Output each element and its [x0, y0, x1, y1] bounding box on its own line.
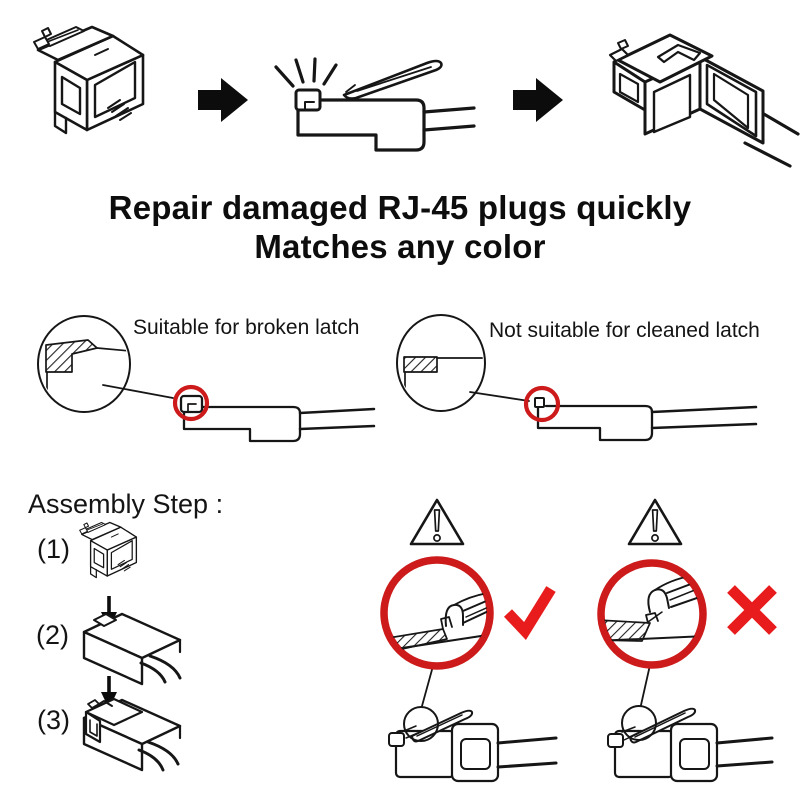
not-suitable-cleaned-latch-diagram — [396, 314, 758, 442]
assembly-step1-number: (1) — [37, 534, 70, 564]
incorrect-seating-diagram — [597, 498, 777, 783]
plug-broken-latch-blade-illustration — [274, 57, 476, 152]
magnifier-circle — [396, 314, 486, 412]
warning-triangle-icon — [627, 498, 683, 546]
crack-spark-lines — [274, 57, 338, 88]
cleaned-latch-remnant — [534, 397, 545, 408]
assembly-step1-clip — [79, 521, 138, 579]
leader-line — [469, 391, 530, 402]
cable-lines — [650, 405, 758, 430]
leader-line — [102, 384, 174, 399]
cable-lines — [496, 736, 558, 769]
plug-boot — [450, 722, 500, 783]
not-suitable-label: Not suitable for cleaned latch — [489, 319, 760, 342]
suitable-label: Suitable for broken latch — [133, 316, 360, 339]
warning-triangle-icon — [409, 498, 465, 546]
broken-latch-cross-section-hatched — [45, 339, 98, 373]
cleaned-latch-cross-section-hatched — [403, 356, 438, 373]
suitable-broken-latch-diagram — [37, 315, 376, 443]
assembly-step2-plug — [82, 612, 182, 686]
leader-line — [421, 665, 434, 707]
assembly-step2-number: (2) — [36, 620, 69, 650]
broken-latch-stub — [294, 88, 322, 112]
headline-line1: Repair damaged RJ-45 plugs quickly — [108, 189, 692, 226]
plug-body — [182, 405, 302, 443]
plug-body — [536, 404, 654, 442]
headline: Repair damaged RJ-45 plugs quickly Match… — [0, 188, 800, 266]
clip-on-plug — [84, 697, 144, 727]
cable-lines — [298, 407, 376, 431]
cable-lines — [422, 106, 476, 132]
latch-lever — [629, 707, 697, 744]
latch-arm — [656, 43, 702, 64]
red-cross-icon — [727, 585, 777, 635]
plug-with-clip-installed-illustration — [608, 33, 800, 168]
red-highlight-circle — [523, 385, 561, 423]
right-arrow-icon — [198, 78, 248, 122]
cable-lines — [137, 740, 180, 772]
plug-boot — [669, 722, 719, 783]
red-highlight-circle — [172, 384, 210, 422]
leader-line — [640, 664, 651, 706]
assembly-step3-assembled — [82, 697, 182, 772]
small-highlight-circle — [403, 706, 439, 742]
cut-latch-area — [93, 613, 117, 627]
small-highlight-circle — [621, 705, 657, 741]
cable-lines — [715, 736, 774, 768]
red-checkmark-icon — [504, 586, 556, 640]
magnifier-circle — [37, 315, 131, 413]
plug-body — [296, 98, 426, 152]
headline-line2: Matches any color — [254, 228, 546, 265]
latch-lever — [411, 709, 474, 743]
right-arrow-icon — [513, 78, 563, 122]
assembly-title: Assembly Step : — [28, 489, 224, 519]
repair-clip-illustration — [32, 25, 145, 135]
cable-lines — [139, 654, 182, 684]
assembly-step3-number: (3) — [37, 705, 70, 735]
correct-seating-diagram — [380, 498, 558, 783]
